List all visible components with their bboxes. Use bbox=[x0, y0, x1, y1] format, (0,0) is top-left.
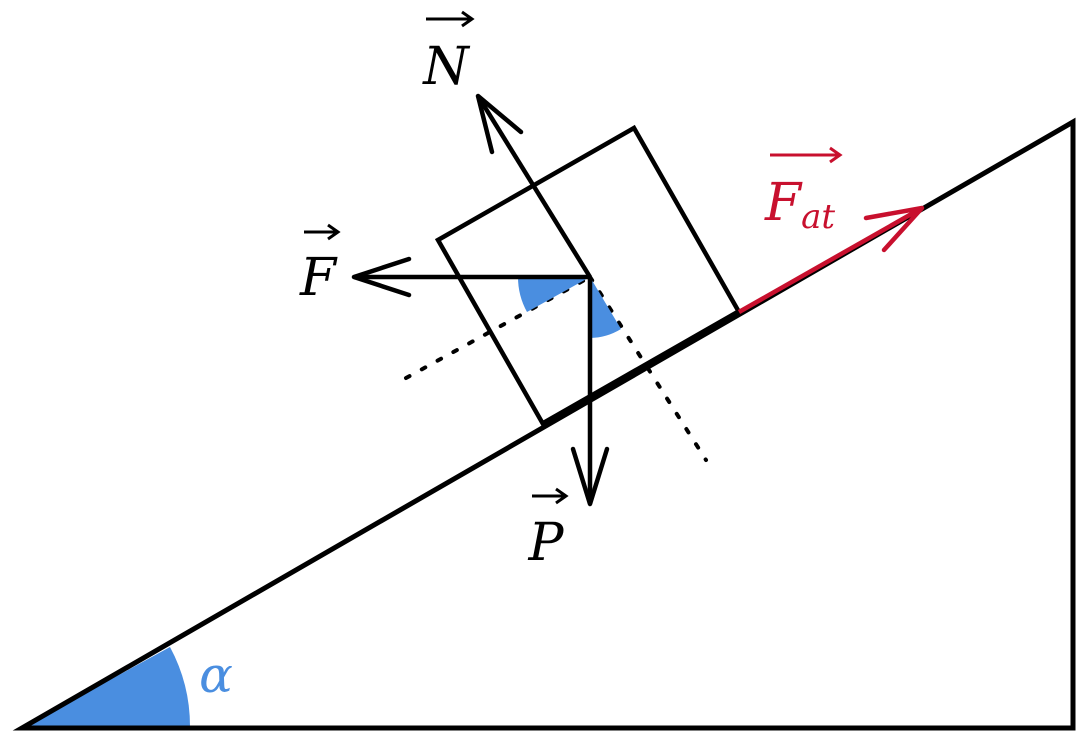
vector-arrow-icon-force bbox=[304, 223, 341, 241]
label-weight: P bbox=[528, 513, 565, 573]
label-friction: Fat bbox=[764, 173, 835, 237]
label-normal: N bbox=[421, 37, 470, 97]
dotted-axis-parallel bbox=[404, 275, 592, 380]
label-friction-sub: at bbox=[801, 197, 835, 237]
dotted-axis-perpendicular bbox=[588, 275, 708, 462]
friction-arrow bbox=[737, 206, 924, 314]
angle-mark-right bbox=[590, 277, 621, 338]
angle-mark-left bbox=[517, 277, 590, 312]
vector-arrow-icon-friction bbox=[770, 146, 843, 164]
block-contact-line bbox=[541, 309, 741, 427]
friction-arrowhead bbox=[863, 205, 925, 253]
label-angle-alpha: α bbox=[199, 646, 233, 704]
vector-arrow-icon-weight bbox=[532, 487, 569, 505]
vector-arrow-icon-normal bbox=[426, 10, 475, 28]
weight-arrowhead bbox=[570, 446, 610, 507]
angle-alpha-wedge bbox=[22, 647, 191, 728]
normal-force-arrow bbox=[476, 94, 592, 279]
label-force: F bbox=[299, 248, 338, 308]
normal-force-arrowhead bbox=[475, 93, 524, 155]
ramp-triangle bbox=[12, 117, 1076, 731]
label-friction-main: F bbox=[764, 173, 803, 233]
force-f-arrowhead bbox=[351, 256, 412, 298]
